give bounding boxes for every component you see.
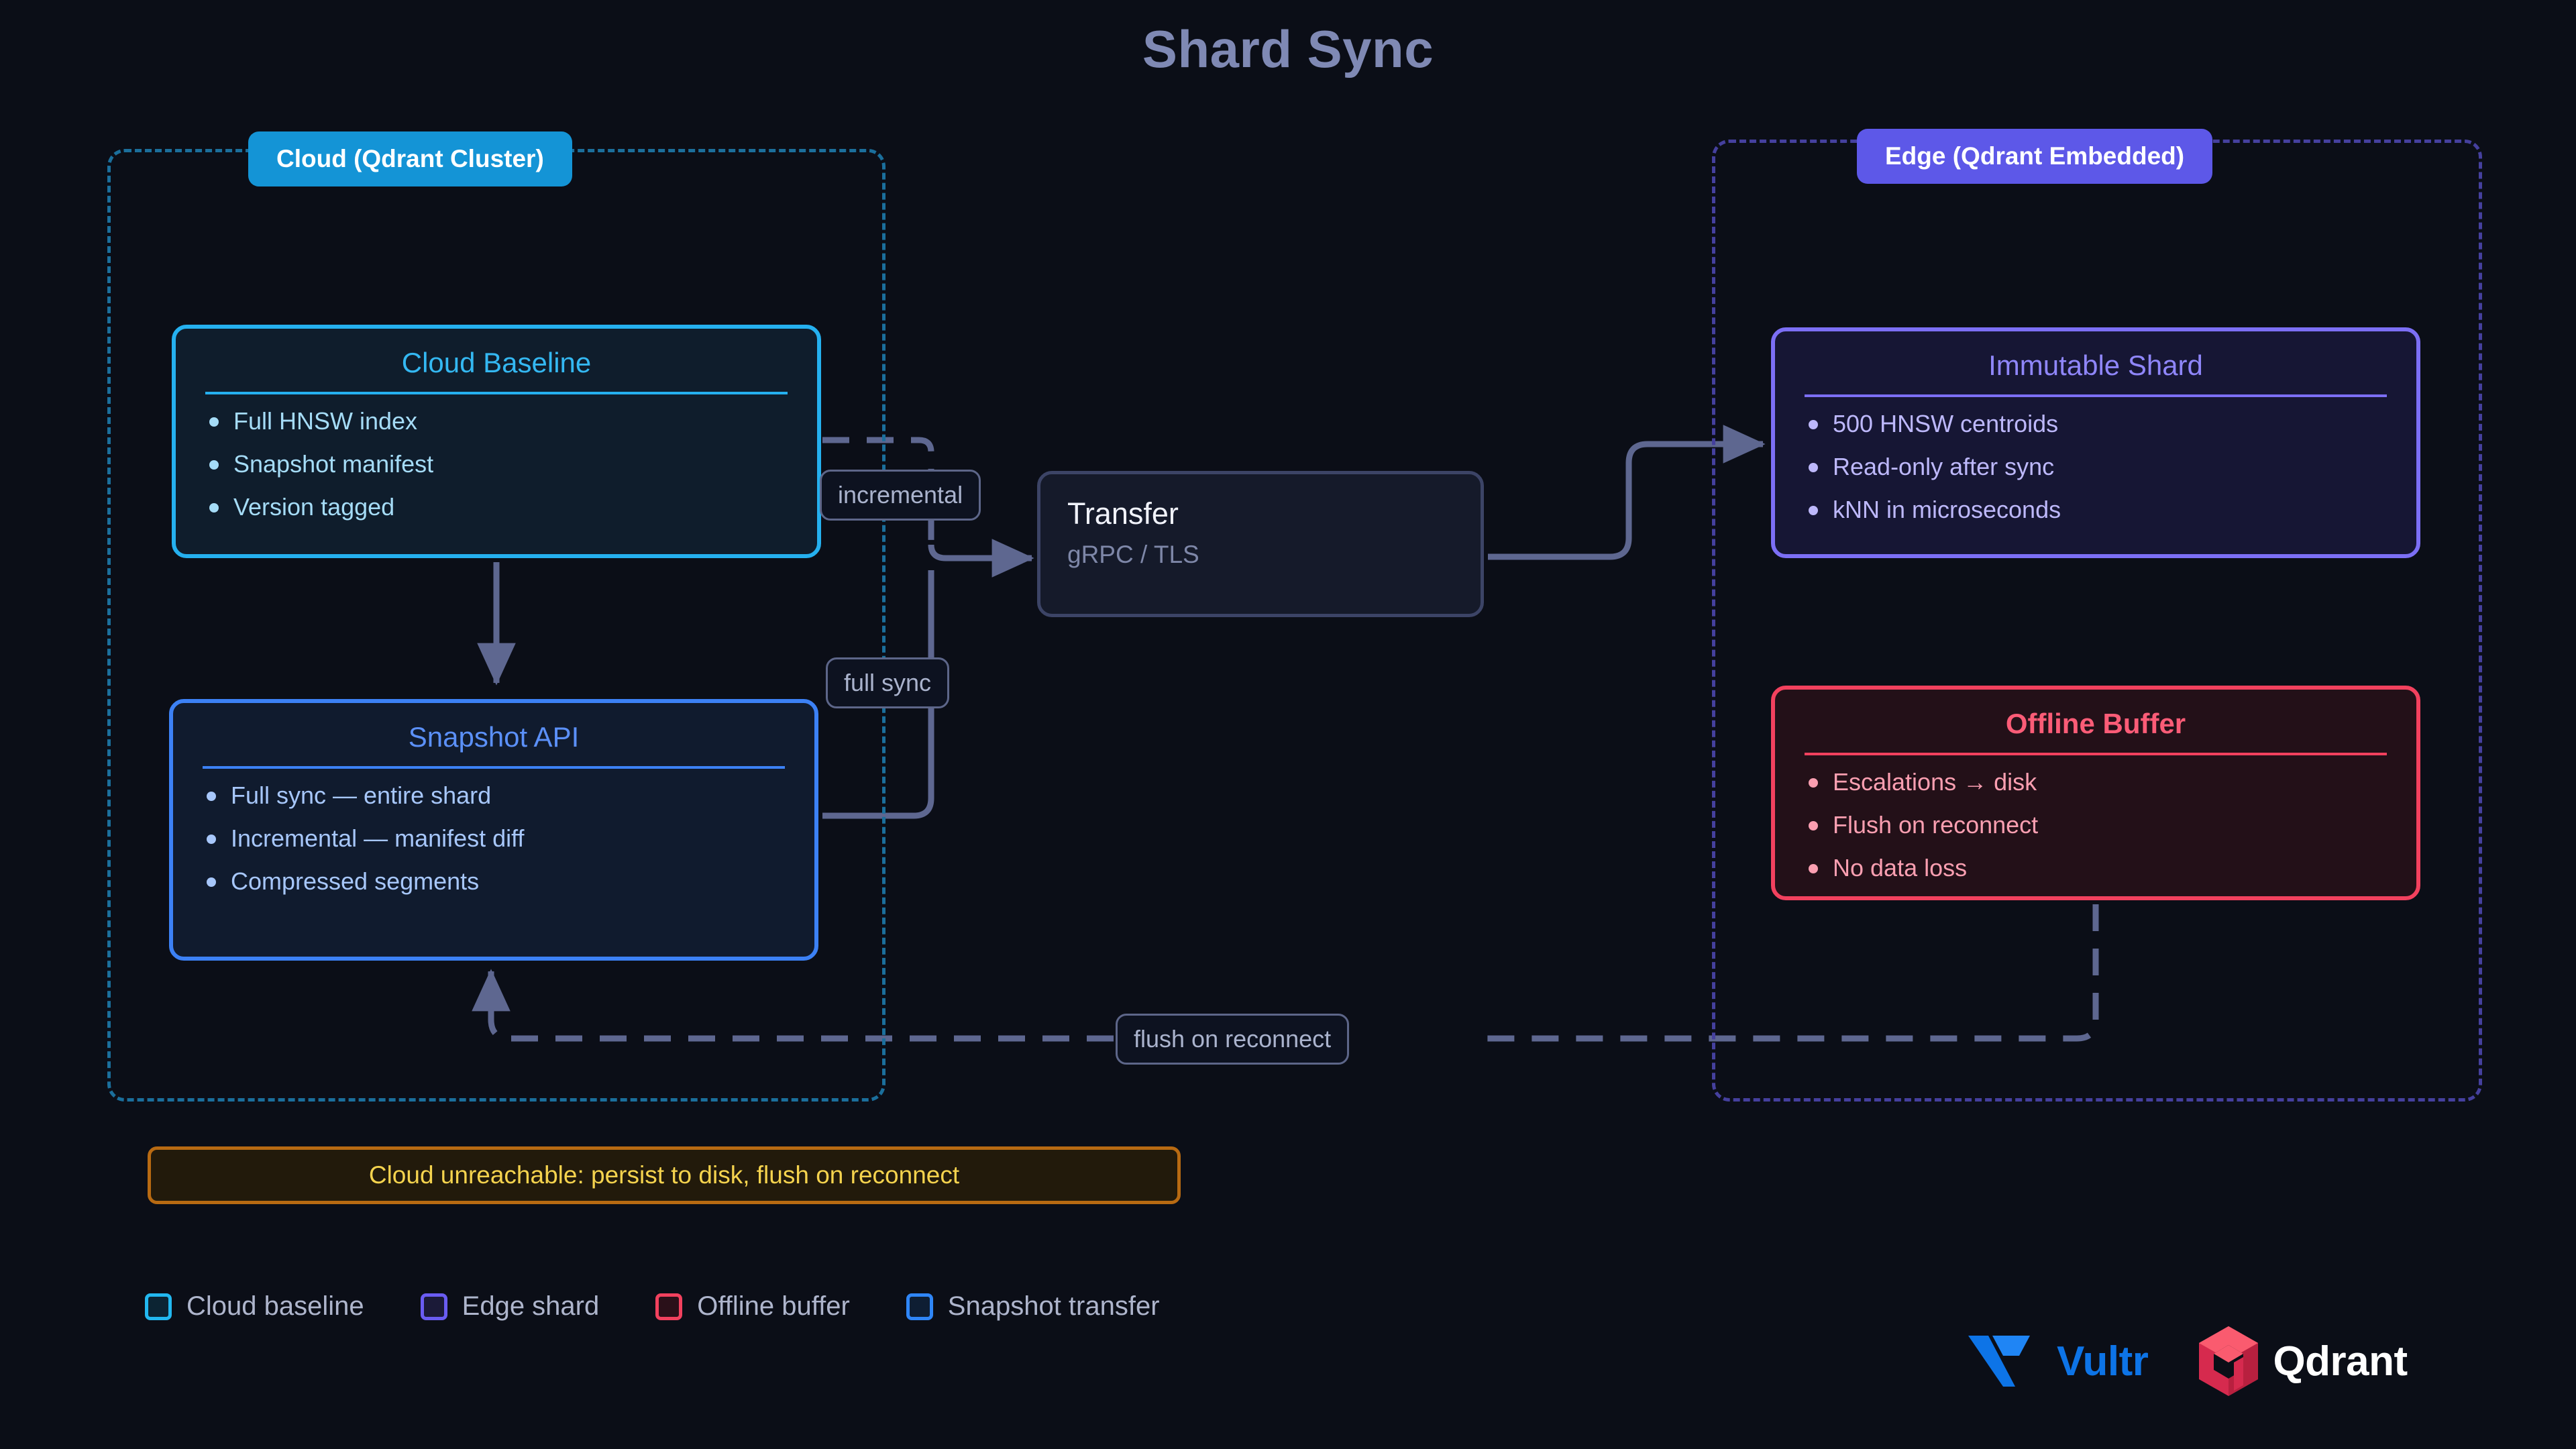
node-offline-buffer[interactable]: Offline Buffer Escalations → disk Flush … [1771, 686, 2420, 900]
node-title: Cloud Baseline [401, 347, 592, 378]
legend: Cloud baseline Edge shard Offline buffer… [145, 1291, 1216, 1322]
brand-name: Vultr [2057, 1338, 2149, 1385]
list-item: Full sync — entire shard [200, 783, 788, 808]
list-item: kNN in microseconds [1802, 497, 2390, 522]
cluster-edge [1712, 140, 2482, 1102]
vultr-logo-icon [1968, 1336, 2030, 1387]
legend-item-edge-shard: Edge shard [420, 1291, 600, 1322]
title-divider [1805, 394, 2387, 397]
list-item: Read-only after sync [1802, 454, 2390, 479]
edge-label-incremental: incremental [820, 470, 981, 521]
legend-label: Offline buffer [697, 1291, 850, 1321]
title-divider [203, 765, 785, 769]
node-subtitle: gRPC / TLS [1067, 540, 1199, 568]
warning-banner: Cloud unreachable: persist to disk, flus… [148, 1146, 1181, 1204]
node-title: Transfer [1067, 496, 1179, 531]
page-title: Shard Sync [1142, 19, 1434, 78]
list-item: Version tagged [203, 494, 790, 519]
node-bullet-list: 500 HNSW centroids Read-only after sync … [1802, 411, 2390, 522]
legend-label: Edge shard [462, 1291, 600, 1321]
node-bullet-list: Full HNSW index Snapshot manifest Versio… [203, 409, 790, 519]
legend-swatch-icon [655, 1293, 683, 1320]
node-cloud-baseline[interactable]: Cloud Baseline Full HNSW index Snapshot … [172, 325, 821, 558]
node-title: Immutable Shard [1988, 350, 2203, 381]
legend-swatch-icon [420, 1293, 447, 1320]
legend-label: Snapshot transfer [947, 1291, 1160, 1321]
list-item: Escalations → disk [1802, 769, 2390, 794]
list-item: Flush on reconnect [1802, 812, 2390, 837]
brand-name: Qdrant [2273, 1338, 2408, 1385]
legend-swatch-icon [906, 1293, 933, 1320]
legend-item-offline-buffer: Offline buffer [655, 1291, 850, 1322]
brand-qdrant: Qdrant [2195, 1325, 2408, 1397]
node-title: Snapshot API [408, 721, 580, 753]
node-title: Offline Buffer [2005, 708, 2186, 739]
node-snapshot-api[interactable]: Snapshot API Full sync — entire shard In… [169, 699, 818, 961]
list-item: Full HNSW index [203, 409, 790, 433]
legend-label: Cloud baseline [186, 1291, 364, 1321]
title-divider [205, 391, 788, 394]
legend-swatch-icon [145, 1293, 172, 1320]
list-item: Compressed segments [200, 869, 788, 894]
list-item: Snapshot manifest [203, 451, 790, 476]
node-bullet-list: Escalations → disk Flush on reconnect No… [1802, 769, 2390, 880]
list-item: 500 HNSW centroids [1802, 411, 2390, 436]
legend-item-snapshot-transfer: Snapshot transfer [906, 1291, 1160, 1322]
node-immutable-shard[interactable]: Immutable Shard 500 HNSW centroids Read-… [1771, 327, 2420, 558]
brand-logos: Vultr Qdrant [1966, 1325, 2408, 1397]
edge-label-flush-on-reconnect: flush on reconnect [1116, 1014, 1350, 1065]
edge-label-full-sync: full sync [826, 657, 950, 708]
list-item: Incremental — manifest diff [200, 826, 788, 851]
connector-incremental-merge [928, 539, 1034, 578]
legend-item-cloud-baseline: Cloud baseline [145, 1291, 364, 1322]
list-item: No data loss [1802, 855, 2390, 880]
cluster-edge-label: Edge (Qdrant Embedded) [1857, 129, 2213, 184]
node-bullet-list: Full sync — entire shard Incremental — m… [200, 783, 788, 894]
brand-vultr: Vultr [1966, 1329, 2149, 1393]
qdrant-logo-icon [2199, 1326, 2259, 1396]
cluster-cloud-label: Cloud (Qdrant Cluster) [248, 131, 572, 186]
node-transfer[interactable]: Transfer gRPC / TLS [1037, 471, 1484, 617]
title-divider [1805, 752, 2387, 755]
